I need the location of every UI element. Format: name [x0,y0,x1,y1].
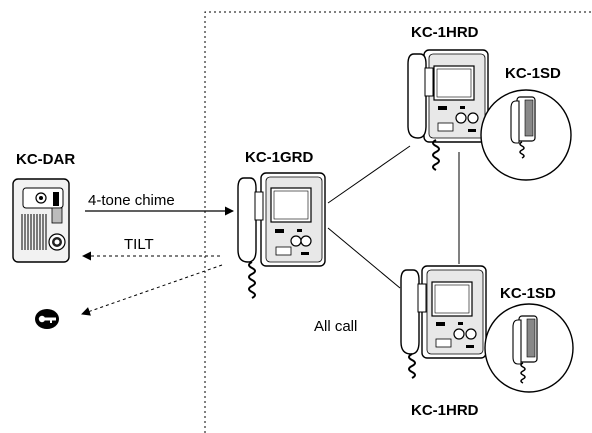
label-sub-monitor-bottom: KC-1HRD [411,402,479,419]
handset-bottom-kc-1sd [484,303,574,393]
label-door-station: KC-DAR [16,151,76,168]
label-master-monitor: KC-1GRD [245,149,314,166]
master-monitor-kc-1grd [237,172,326,299]
label-handset-top: KC-1SD [505,65,561,82]
label-all-call: All call [314,318,358,335]
link-master-to-sub-top [327,145,411,204]
label-tilt: TILT [124,236,154,253]
sub-monitor-bottom-kc-1hrd [400,265,487,379]
door-station-kc-dar [12,178,70,263]
key-icon [35,309,59,329]
boundary-line [204,11,592,433]
sub-monitor-top-kc-1hrd [407,49,489,171]
label-sub-monitor-top: KC-1HRD [411,24,479,41]
handset-top-kc-1sd [480,89,572,181]
link-master-to-sub-bottom [327,227,401,289]
label-handset-bottom: KC-1SD [500,285,556,302]
door-release-arrow [81,264,223,316]
label-chime: 4-tone chime [88,192,175,209]
